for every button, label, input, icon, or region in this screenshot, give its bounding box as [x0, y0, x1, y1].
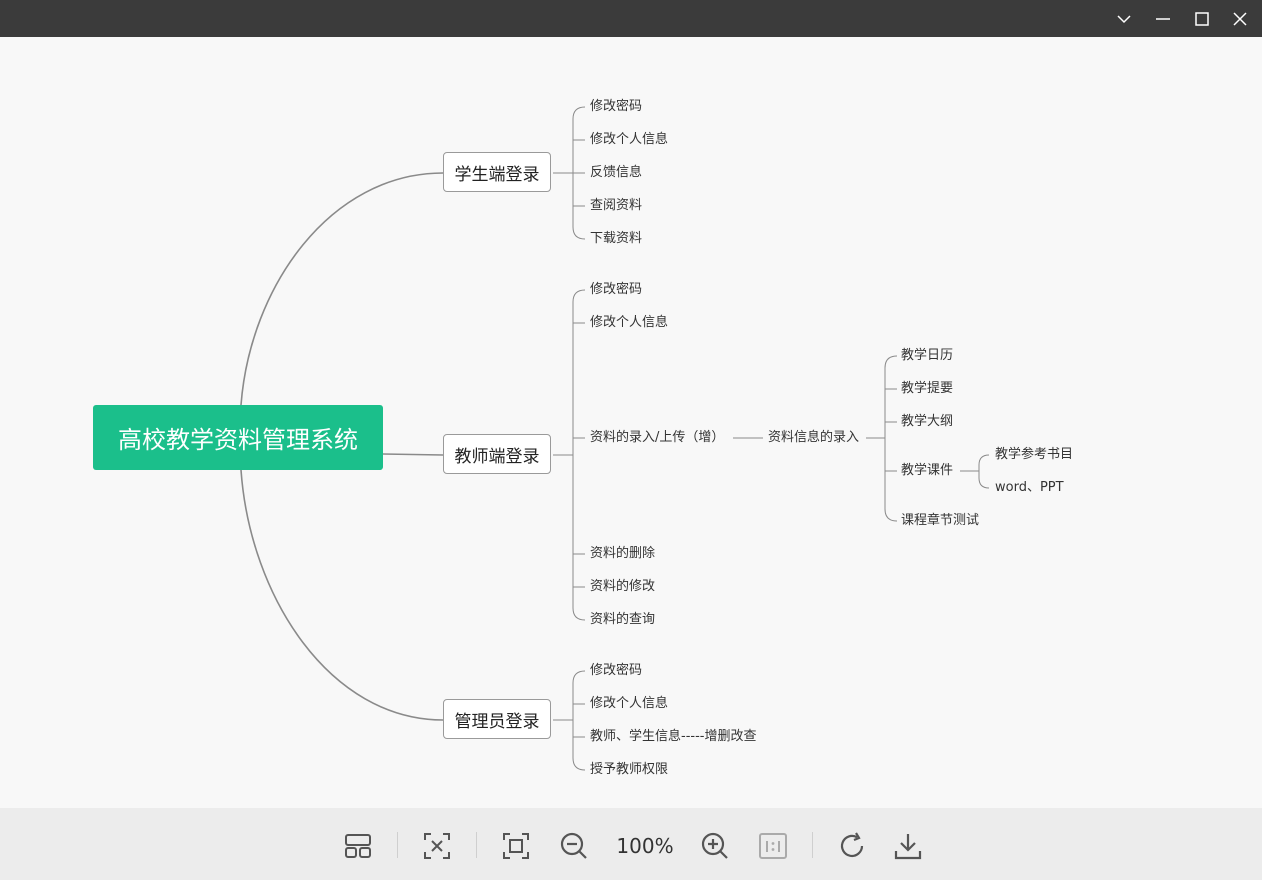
actual-size-button[interactable] — [755, 828, 791, 864]
toolbar-separator — [397, 832, 398, 858]
student-item[interactable]: 修改密码 — [590, 99, 643, 114]
root-node[interactable]: 高校教学资料管理系统 — [93, 405, 383, 470]
chevron-down-icon — [1117, 14, 1131, 23]
zoom-out-button[interactable] — [556, 828, 592, 864]
student-item[interactable]: 反馈信息 — [590, 165, 643, 180]
admin-item[interactable]: 授予教师权限 — [590, 762, 669, 777]
upload-child-node[interactable]: 资料信息的录入 — [768, 430, 860, 445]
layout-button[interactable] — [340, 828, 376, 864]
rotate-icon — [840, 832, 864, 858]
teacher-item[interactable]: 资料的录入/上传（增） — [590, 430, 725, 445]
fit-width-button[interactable] — [419, 828, 455, 864]
rotate-button[interactable] — [834, 828, 870, 864]
toolbar-separator — [812, 832, 813, 858]
teacher-item[interactable]: 修改密码 — [590, 282, 643, 297]
fit-width-icon — [424, 833, 450, 859]
zoom-out-icon — [560, 832, 587, 859]
close-icon — [1233, 11, 1247, 26]
teacher-item[interactable]: 资料的删除 — [590, 546, 656, 561]
connector-lines — [240, 106, 990, 771]
dropdown-button[interactable] — [1105, 0, 1143, 37]
zoom-level: 100% — [616, 834, 674, 858]
minimize-button[interactable] — [1144, 0, 1182, 37]
entry-item[interactable]: 教学提要 — [901, 381, 954, 396]
download-icon — [894, 834, 922, 860]
entry-item[interactable]: 教学日历 — [901, 348, 954, 363]
entry-item[interactable]: 课程章节测试 — [901, 513, 980, 528]
admin-item[interactable]: 教师、学生信息-----增删改查 — [590, 729, 757, 744]
zoom-in-icon — [701, 832, 728, 859]
fit-screen-icon — [503, 833, 529, 859]
minimize-icon — [1156, 17, 1170, 20]
window-titlebar — [0, 0, 1262, 37]
actual-size-icon — [759, 833, 787, 859]
courseware-item[interactable]: word、PPT — [995, 480, 1064, 495]
close-button[interactable] — [1221, 0, 1259, 37]
maximize-icon — [1195, 11, 1209, 26]
fit-screen-button[interactable] — [498, 828, 534, 864]
zoom-in-button[interactable] — [697, 828, 733, 864]
courseware-item[interactable]: 教学参考书目 — [995, 447, 1074, 462]
student-item[interactable]: 查阅资料 — [590, 198, 643, 213]
teacher-login-node[interactable]: 教师端登录 — [443, 434, 551, 474]
layout-icon — [345, 834, 371, 858]
admin-item[interactable]: 修改密码 — [590, 663, 643, 678]
admin-login-node[interactable]: 管理员登录 — [443, 699, 551, 739]
student-item[interactable]: 修改个人信息 — [590, 132, 669, 147]
teacher-item[interactable]: 资料的修改 — [590, 579, 656, 594]
admin-item[interactable]: 修改个人信息 — [590, 696, 669, 711]
maximize-button[interactable] — [1183, 0, 1221, 37]
entry-item[interactable]: 教学课件 — [901, 463, 954, 478]
teacher-item[interactable]: 修改个人信息 — [590, 315, 669, 330]
teacher-item[interactable]: 资料的查询 — [590, 612, 656, 627]
mindmap-canvas[interactable]: 高校教学资料管理系统 学生端登录 教师端登录 管理员登录 修改密码 修改个人信息… — [0, 37, 1262, 808]
toolbar-separator — [476, 832, 477, 858]
download-button[interactable] — [890, 828, 926, 864]
student-login-node[interactable]: 学生端登录 — [443, 152, 551, 192]
entry-item[interactable]: 教学大纲 — [901, 414, 954, 429]
student-item[interactable]: 下载资料 — [590, 231, 643, 246]
viewer-toolbar: 100% — [0, 808, 1262, 880]
